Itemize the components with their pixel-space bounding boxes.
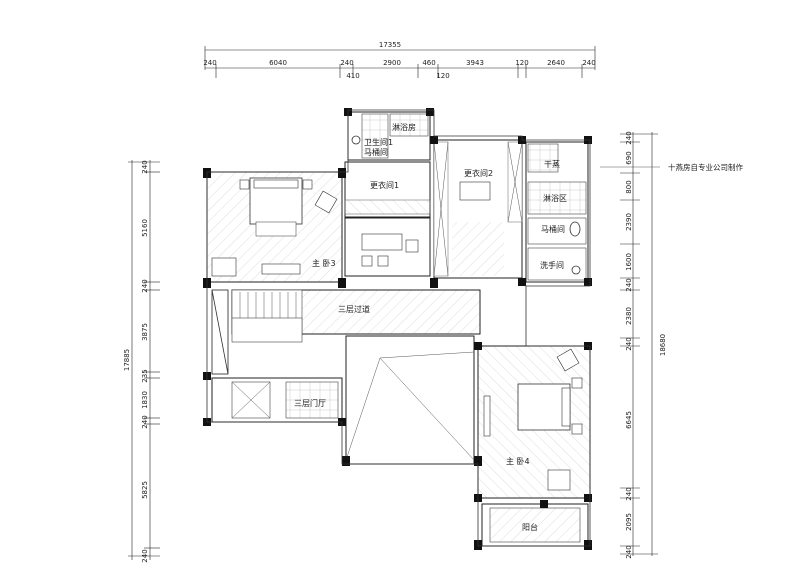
dim-right-9: 6645: [625, 411, 633, 429]
dim-top-7: 120: [515, 59, 528, 67]
closet-1: 更衣间1: [344, 161, 431, 277]
room-label-wash-room: 洗手间: [540, 260, 564, 270]
right-dimension-chain: 18680 240 690 800 2390 1600 240 2380 240…: [600, 131, 743, 559]
room-label-foyer: 三层门厅: [294, 398, 326, 408]
plan-body: 主 卧3 更衣间1 淋浴房 卫生间1 马桶间: [203, 108, 592, 550]
dim-top-small-2: 120: [436, 72, 449, 80]
dim-right-3: 800: [625, 180, 633, 193]
dim-left-total: 17885: [123, 349, 131, 371]
dim-top-5: 460: [422, 59, 435, 67]
room-label-closet-2: 更衣间2: [464, 168, 493, 178]
dim-left-1: 240: [141, 160, 149, 173]
room-label-balcony: 阳台: [522, 522, 538, 532]
dim-right-1: 240: [625, 131, 633, 144]
dim-right-11: 2095: [625, 513, 633, 531]
outer-walls: [206, 109, 591, 547]
desk: [361, 233, 403, 251]
dim-top-6: 3943: [466, 59, 484, 67]
room-label-closet-1: 更衣间1: [370, 180, 399, 190]
armchair: [556, 348, 580, 372]
watermark-text: 十燕房自专业公司制作: [668, 162, 743, 172]
room-label-bathroom-1: 卫生间1: [364, 137, 393, 147]
corridor-3f: 三层过道: [231, 289, 481, 343]
dim-right-total: 18680: [659, 334, 667, 356]
bathroom-1: 淋浴房 卫生间1 马桶间: [347, 111, 431, 161]
room-label-master-bedroom-3: 主 卧3: [312, 258, 336, 268]
dim-left-4: 3875: [141, 323, 149, 341]
top-dimension-chain: 17355 240 6040 240 2900 460 3943 120 264…: [203, 41, 595, 80]
dim-top-3: 240: [340, 59, 353, 67]
dim-left-2: 5160: [141, 219, 149, 237]
room-label-toilet-room-1: 马桶间: [364, 147, 388, 157]
dim-top-1: 240: [203, 59, 216, 67]
dim-left-6: 1830: [141, 391, 149, 409]
dim-right-4: 2390: [625, 213, 633, 231]
dim-right-12: 240: [625, 545, 633, 558]
balcony: 阳台: [481, 503, 589, 547]
room-label-steam: 干蒸: [544, 159, 560, 169]
dim-right-10: 240: [625, 487, 633, 500]
room-label-master-bedroom-4: 主 卧4: [506, 456, 530, 466]
dim-top-2: 6040: [269, 59, 287, 67]
closet-2: 更衣间2: [433, 139, 523, 279]
room-label-toilet-room-2: 马桶间: [541, 224, 565, 234]
armchair: [314, 190, 338, 214]
dim-top-8: 2640: [547, 59, 565, 67]
dim-left-3: 240: [141, 279, 149, 292]
left-dimension-chain: 17885 240 5160 240 3875 235 1830 240 582…: [123, 160, 160, 563]
bed: [517, 383, 571, 431]
room-label-shower-room: 淋浴房: [392, 122, 416, 132]
dim-top-4: 2900: [383, 59, 401, 67]
dim-right-7: 2380: [625, 307, 633, 325]
wet-rooms: 干蒸 淋浴区 马桶间 洗手间: [525, 141, 589, 283]
dim-right-5: 1600: [625, 253, 633, 271]
master-bedroom-4: 主 卧4: [477, 345, 591, 499]
dim-right-8: 240: [625, 337, 633, 350]
dim-left-8: 5825: [141, 481, 149, 499]
room-label-shower-area: 淋浴区: [543, 193, 567, 203]
dim-left-7: 240: [141, 415, 149, 428]
room-label-corridor: 三层过道: [338, 304, 370, 314]
stair-void: [211, 289, 475, 465]
dim-right-6: 240: [625, 278, 633, 291]
dim-top-total: 17355: [379, 41, 401, 49]
dim-top-9: 240: [582, 59, 595, 67]
foyer-3f: 三层门厅: [211, 377, 343, 423]
dim-top-small-1: 410: [346, 72, 359, 80]
dim-right-2: 690: [625, 151, 633, 164]
dim-left-9: 240: [141, 549, 149, 562]
master-bedroom-3: 主 卧3: [206, 171, 343, 283]
dim-left-5: 235: [141, 369, 149, 382]
